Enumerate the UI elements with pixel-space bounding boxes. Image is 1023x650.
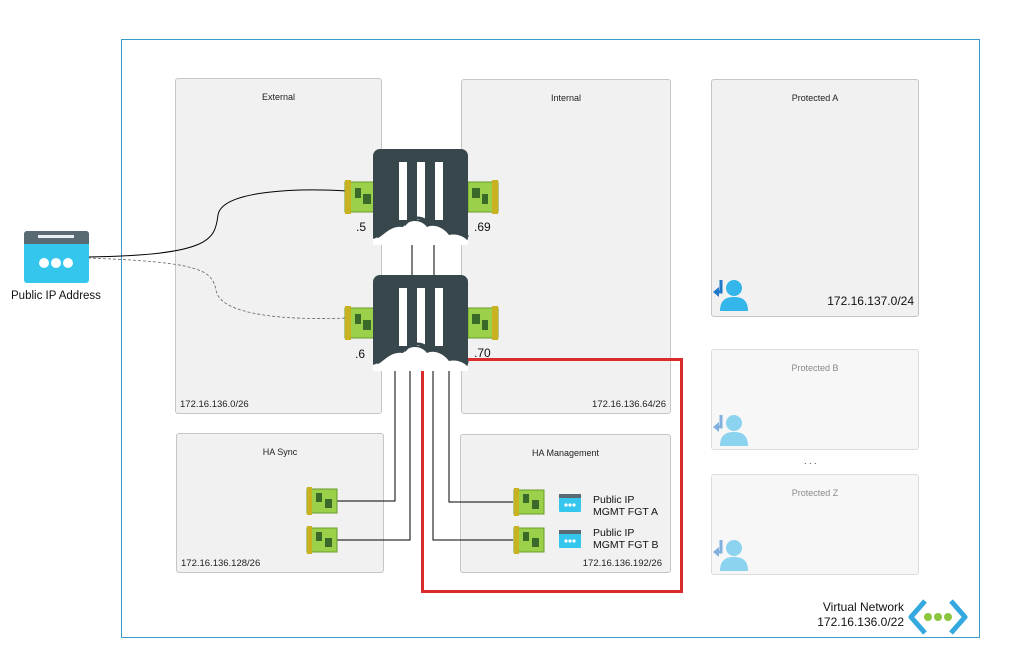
subnet-ha-sync: HA Sync 172.16.136.128/26 [176,433,384,573]
subnet-protected-z: Protected Z [711,474,919,575]
ha-management-highlight [421,358,683,593]
connector-public-ip-to-fgt-b [87,257,348,319]
nic-icon [344,180,376,219]
fgt-b-external-ip: .6 [355,347,366,361]
mgmt-public-ip-a-label: Public IP MGMT FGT A [593,494,658,518]
fortigate-a-icon [373,149,470,250]
vnet-name: Virtual Network [822,600,904,614]
nic-icon [306,526,338,559]
subnet-cidr: 172.16.137.0/24 [827,294,914,308]
subnet-title: Internal [550,93,582,103]
mgmt-label-line: MGMT FGT B [593,539,659,551]
subnet-protected-b: Protected B [711,349,919,450]
fgt-a-internal-ip: .69 [474,220,491,234]
connector-mgmt-a [448,368,513,503]
nic-icon [467,180,499,219]
mgmt-label-line: Public IP [593,494,635,506]
subnet-cidr: 172.16.136.64/26 [592,399,666,410]
nic-icon [344,306,376,345]
nic-icon [467,306,499,345]
subnet-cidr: 172.16.136.192/26 [582,558,662,569]
nic-icon [513,488,545,521]
virtual-network-boundary [121,39,980,638]
subnet-external: External 172.16.136.0/26 [175,78,382,414]
public-ip-icon [559,494,581,517]
connector-hasync-b [337,368,411,541]
subnet-title: HA Management [531,448,600,458]
subnet-title: Protected Z [791,488,839,498]
mgmt-label-line: MGMT FGT A [593,506,658,518]
nic-icon [306,487,338,520]
vnet-label: Virtual Network 172.16.136.0/22 [800,600,904,630]
mgmt-public-ip-b-label: Public IP MGMT FGT B [593,527,659,551]
fgt-b-internal-ip: .70 [474,346,491,360]
virtual-network-icon [908,598,969,641]
route-user-icon [713,278,749,317]
connector-mgmt-b [432,368,513,541]
subnet-title: Protected A [791,93,839,103]
subnet-cidr: 172.16.136.128/26 [181,558,261,569]
public-ip-label: Public IP Address [11,290,101,302]
connector-hasync-a [337,368,396,502]
public-ip-icon [559,530,581,553]
subnet-title: HA Sync [262,447,298,457]
fgt-a-external-ip: .5 [356,220,367,234]
subnet-title: Protected B [791,363,839,373]
subnet-title: External [261,92,296,102]
nic-icon [513,526,545,559]
route-user-icon [713,538,749,577]
subnet-cidr: 172.16.136.0/26 [180,399,249,410]
subnet-protected-a: Protected A 172.16.137.0/24 [711,79,919,317]
connector-public-ip-to-fgt-a [87,189,348,258]
route-user-icon [713,413,749,452]
fortigate-b-icon [373,275,470,376]
vnet-cidr: 172.16.136.0/22 [817,615,904,629]
public-ip-icon [24,231,90,288]
mgmt-label-line: Public IP [593,527,635,539]
ellipsis: . . . [804,456,817,466]
